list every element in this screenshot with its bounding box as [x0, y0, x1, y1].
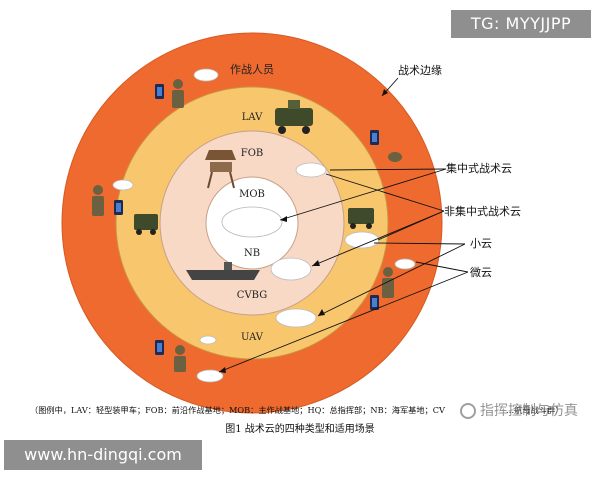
wechat-logo-icon	[460, 403, 476, 419]
label-mob: MOB	[239, 189, 265, 200]
phone-icon	[155, 84, 164, 99]
label-nb: NB	[244, 248, 260, 259]
cloud-icon	[196, 369, 224, 383]
label-uav: UAV	[241, 332, 264, 343]
cloud-icon	[295, 162, 327, 178]
carrier-ship-icon	[186, 262, 260, 280]
arrowheads	[219, 89, 388, 373]
lav-vehicle-icon	[348, 208, 374, 229]
callout-centralized-cloud: 集中式战术云	[446, 161, 512, 175]
callout-non-centralized-cloud: 非集中式战术云	[444, 204, 521, 218]
watermark-bottom-right: 指挥控制与仿真	[460, 400, 600, 422]
lav-vehicle-icon	[275, 100, 313, 134]
cloud-icon	[394, 258, 416, 270]
label-combat-personnel: 作战人员	[230, 63, 274, 76]
phone-icon	[155, 340, 164, 355]
phone-icon	[370, 295, 379, 310]
watermark-top-right: TG: MYYJJPP	[451, 10, 591, 38]
soldier-icon	[382, 267, 394, 298]
soldier-icon	[174, 345, 186, 372]
callout-lines	[218, 77, 469, 373]
cloud-icon	[270, 257, 312, 281]
cloud-hq	[221, 206, 283, 238]
watermark-bottom-right-text: 指挥控制与仿真	[480, 403, 578, 419]
lav-vehicle-icon	[134, 214, 158, 235]
phone-icon	[370, 130, 379, 145]
callout-tactical-edge: 战术边缘	[398, 64, 442, 77]
fob-watchtower-icon	[205, 150, 236, 189]
legend-text: （图例中，LAV：轻型装甲车；FOB：前沿作战基地；MOB：主作战基地；HQ：总…	[30, 405, 446, 415]
callout-micro-cloud: 微云	[470, 265, 492, 279]
legend-tail: …航母战斗群）	[506, 405, 563, 415]
cloud-icon	[112, 179, 134, 191]
soldier-icon	[172, 79, 184, 108]
label-cvbg: CVBG	[237, 290, 267, 301]
watermark-bottom-left: www.hn-dingqi.com	[4, 440, 202, 470]
soldier-icon	[92, 185, 104, 216]
soldier-icon	[388, 152, 402, 162]
cloud-icon	[199, 335, 217, 345]
label-lav: LAV	[242, 112, 263, 123]
cloud-icon	[193, 68, 219, 82]
callout-small-cloud: 小云	[470, 237, 492, 250]
figure-caption: 图1 战术云的四种类型和适用场景	[225, 422, 375, 435]
label-fob: FOB	[241, 148, 264, 159]
cloud-icon	[275, 308, 317, 328]
phone-icon	[114, 200, 123, 215]
